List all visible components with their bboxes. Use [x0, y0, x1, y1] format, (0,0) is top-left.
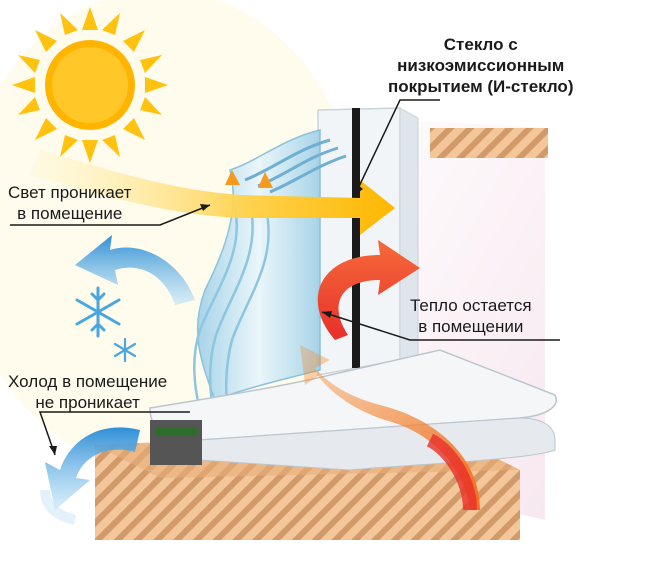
- light-ray-1: [225, 170, 240, 185]
- leader-low-e-tip: [355, 184, 363, 195]
- leader-low-e: [354, 99, 440, 196]
- cold-arrow-top: [75, 235, 195, 305]
- leader-cold: [38, 411, 190, 456]
- frame-seal: [155, 428, 197, 436]
- snowflake-icon: [113, 337, 137, 363]
- leader-cold-tip: [49, 446, 57, 455]
- cold-blocked-line1: Холод в помещение: [8, 372, 168, 391]
- cold-blocked-line2: не проникает: [35, 393, 140, 412]
- leader-heat: [321, 311, 560, 341]
- low-e-glass-line1: Стекло с: [443, 35, 518, 54]
- cold-blocked-label: Холод в помещение не проникает: [8, 371, 167, 413]
- heat-arrow: [317, 240, 420, 340]
- glass-curve-3: [224, 209, 270, 415]
- leader-light-tip: [200, 204, 210, 211]
- warm-arrow-base: [426, 433, 477, 511]
- heat-stays-line2: в помещении: [418, 317, 524, 336]
- low-e-glass-line3: покрытием (И-стекло): [388, 77, 574, 96]
- cold-arrow-bottom: [45, 427, 140, 510]
- light-enters-line1: Свет проникает: [8, 183, 132, 202]
- light-arrow: [30, 150, 395, 235]
- heat-stays-label: Тепло остается в помещении: [410, 295, 532, 337]
- sun-icon: [12, 7, 168, 163]
- light-enters-label: Свет проникает в помещение: [8, 182, 131, 224]
- glass-curve-2: [208, 204, 254, 413]
- glass-edge-3: [269, 154, 347, 194]
- light-ray-2: [258, 172, 273, 188]
- snowflake-icon: [75, 286, 121, 338]
- glass-curve-1: [192, 199, 239, 411]
- cold-arrow-tail: [40, 489, 77, 525]
- leader-heat-tip: [322, 311, 332, 318]
- warm-arrow: [300, 345, 480, 510]
- low-e-glass-label: Стекло с низкоэмиссионным покрытием (И-с…: [388, 34, 573, 97]
- upper-wall: [430, 128, 548, 158]
- leader-light: [10, 204, 211, 226]
- low-e-glass-line2: низкоэмиссионным: [397, 56, 565, 75]
- light-enters-line2: в помещение: [17, 204, 123, 223]
- glass-seal: [352, 108, 360, 368]
- sill-front: [199, 417, 556, 471]
- heat-stays-line1: Тепло остается: [410, 296, 532, 315]
- frame-base: [150, 420, 202, 465]
- glass-edge-1: [244, 138, 331, 182]
